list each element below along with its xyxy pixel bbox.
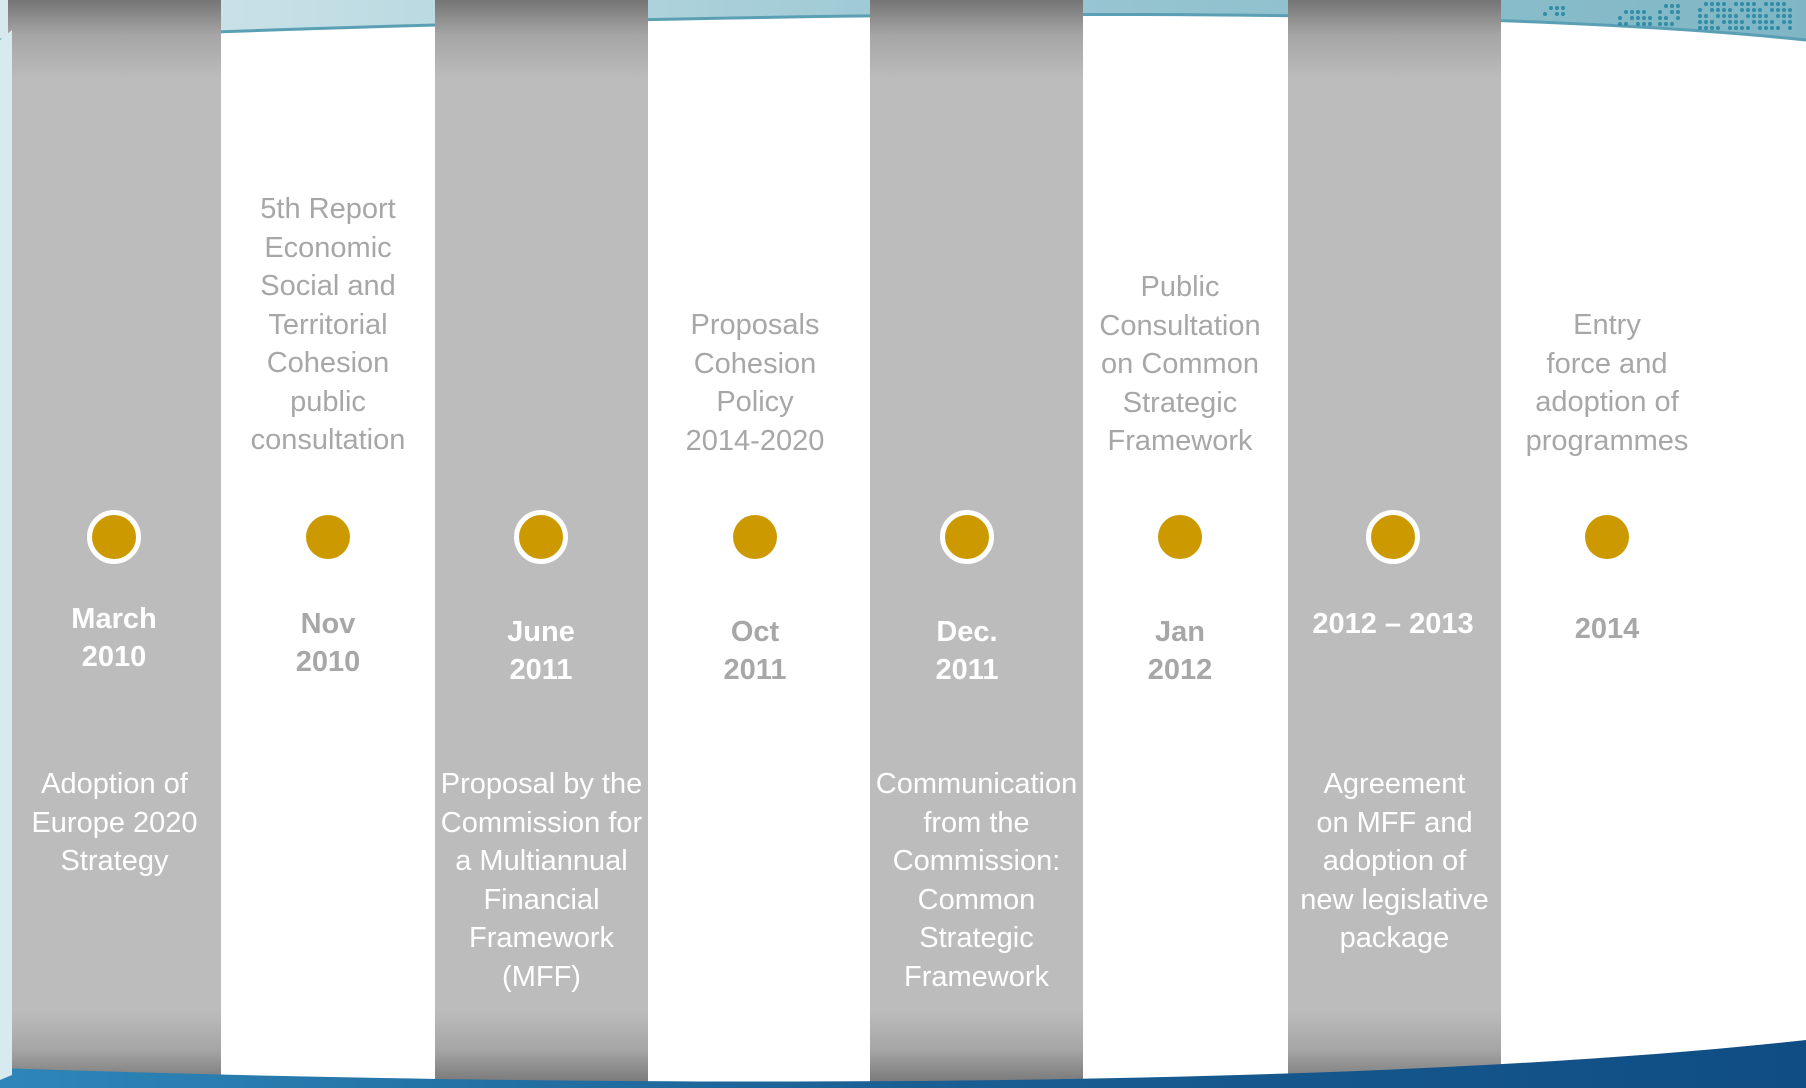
left-edge-accent	[0, 30, 12, 1080]
timeline-marker-2	[306, 515, 350, 559]
timeline-description-3: Proposal by the Commission for a Multian…	[440, 768, 643, 993]
timeline-date-4: Oct 2011	[723, 616, 787, 686]
timeline-description-6: Public Consultation on Common Strategic …	[1099, 271, 1261, 457]
timeline-marker-3	[514, 510, 568, 564]
dotted-map-decoration	[1543, 2, 1792, 30]
timeline-marker-1	[87, 510, 141, 564]
timeline-marker-8	[1585, 515, 1629, 559]
timeline-description-2: 5th Report Economic Social and Territori…	[250, 193, 406, 456]
timeline-marker-5	[940, 510, 994, 564]
timeline-date-7: 2012 – 2013	[1312, 608, 1474, 640]
timeline-description-1: Adoption of Europe 2020 Strategy	[31, 768, 198, 877]
timeline-date-2: Nov 2010	[295, 608, 361, 678]
timeline-marker-7	[1366, 510, 1420, 564]
timeline-description-7: Agreement on MFF and adoption of new leg…	[1300, 768, 1489, 954]
timeline-date-8: 2014	[1574, 613, 1640, 645]
timeline-date-1: March 2010	[71, 603, 157, 673]
timeline-description-8: Entry force and adoption of programmes	[1525, 309, 1689, 457]
timeline-date-5: Dec. 2011	[935, 616, 999, 686]
timeline-date-6: Jan 2012	[1147, 616, 1213, 686]
timeline-description-4: Proposals Cohesion Policy 2014-2020	[685, 309, 825, 457]
timeline-marker-4	[733, 515, 777, 559]
timeline-marker-6	[1158, 515, 1202, 559]
timeline-description-5: Communication from the Commission: Commo…	[875, 768, 1078, 993]
timeline-date-3: June 2011	[507, 616, 575, 686]
